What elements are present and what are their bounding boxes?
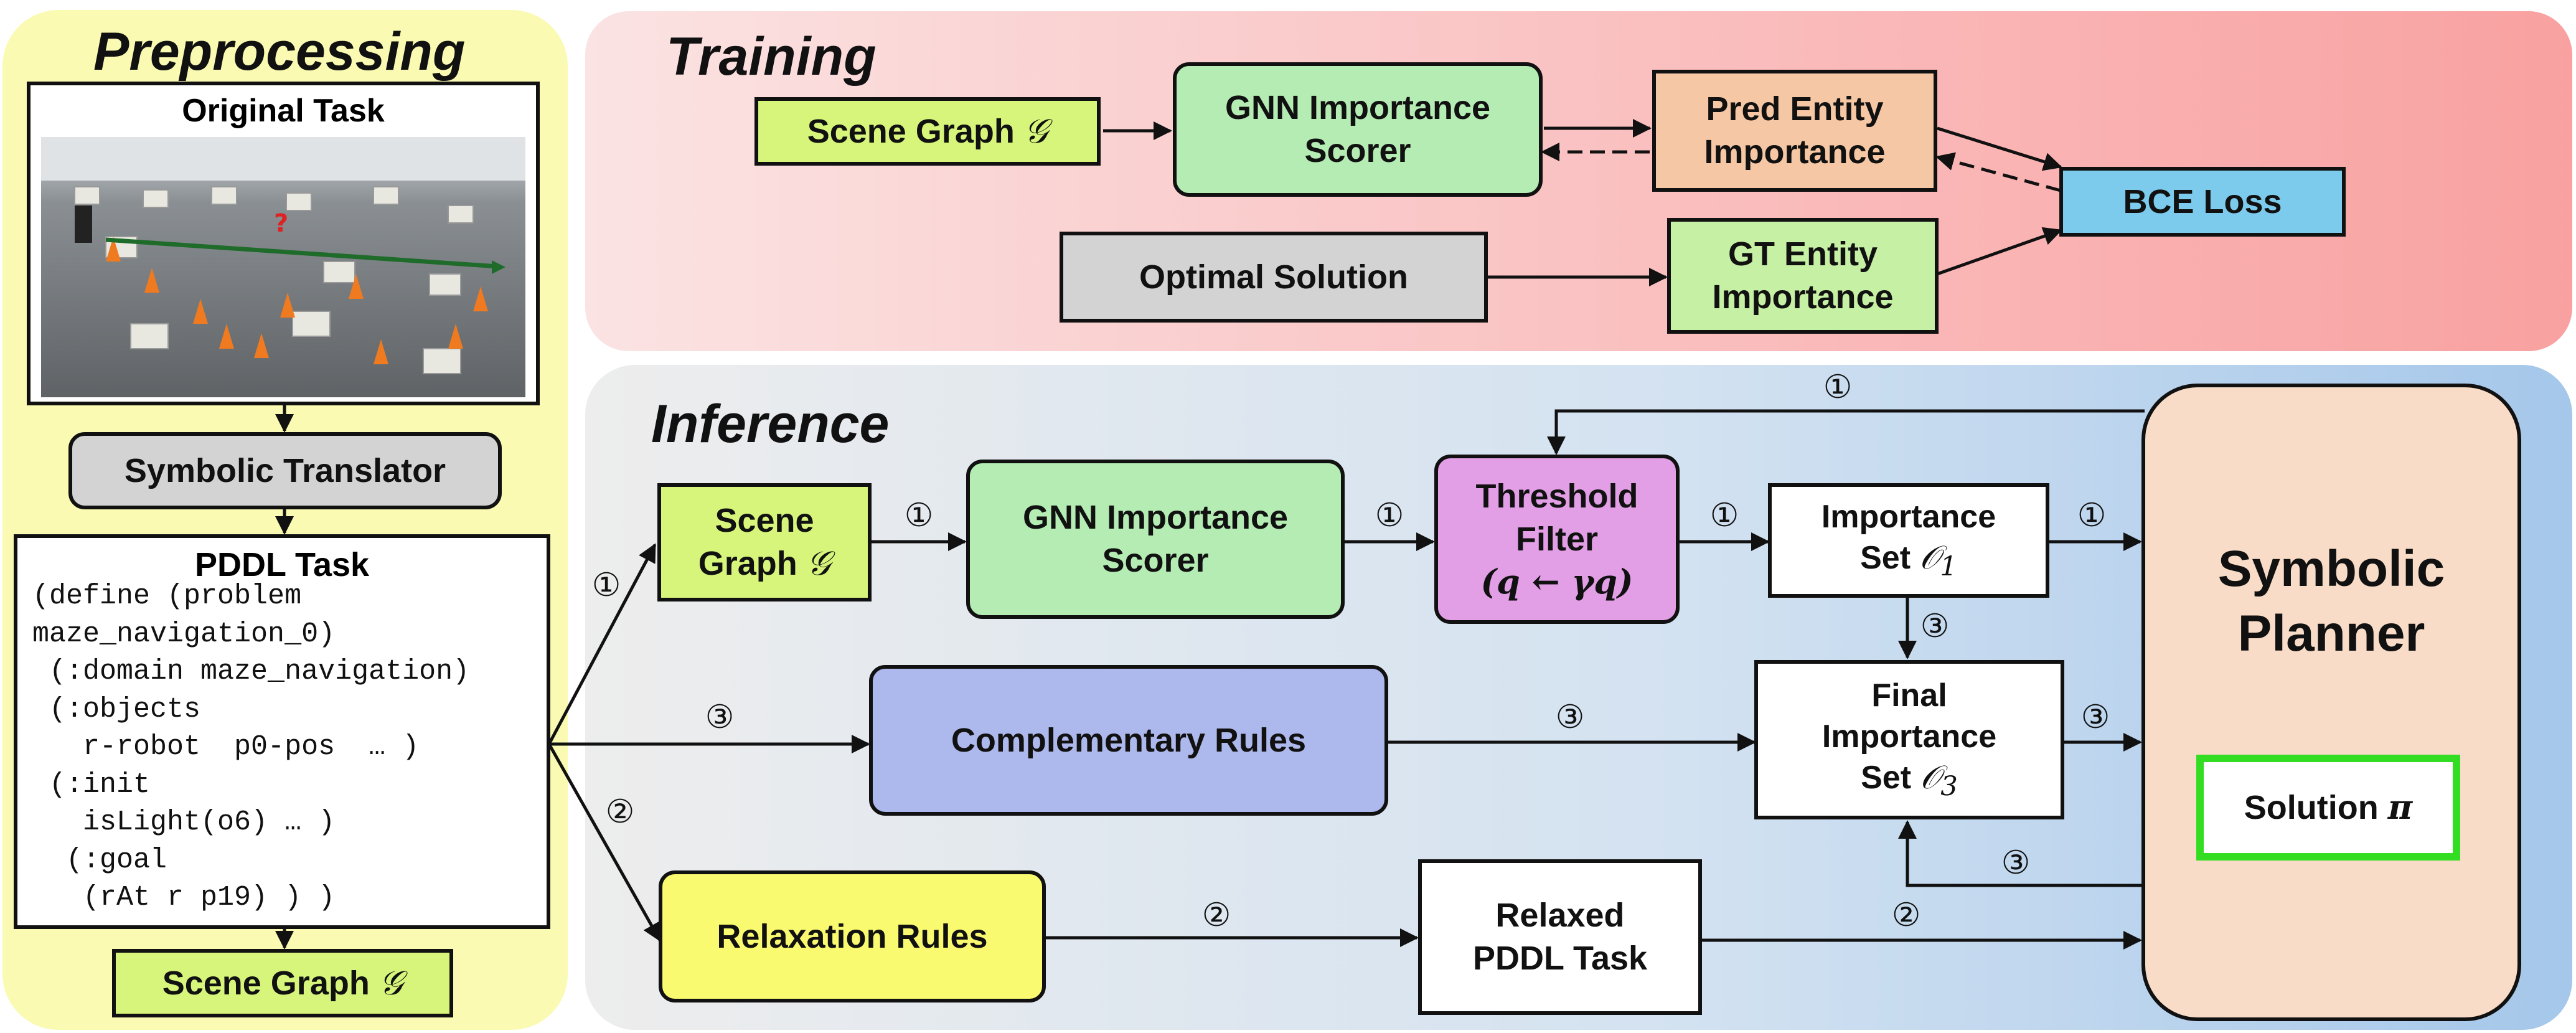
gt-entity-label: GT Entity Importance bbox=[1712, 235, 1894, 316]
importance-set-box: Importance Set 𝒪1 bbox=[1768, 483, 2049, 598]
gt-entity-box: GT Entity Importance bbox=[1667, 218, 1939, 334]
symbolic-translator-label: Symbolic Translator bbox=[124, 451, 446, 489]
final-importance-set-symbol: 𝒪 bbox=[1920, 759, 1941, 797]
bce-loss-box: BCE Loss bbox=[2059, 167, 2346, 237]
importance-set-subscript: 1 bbox=[1940, 551, 1957, 583]
inference-title: Inference bbox=[651, 394, 890, 454]
step-marker-3: ③ bbox=[705, 699, 735, 736]
inference-scene-graph-box: Scene Graph 𝒢 bbox=[657, 483, 872, 601]
pddl-task-title: PDDL Task bbox=[194, 546, 370, 583]
preprocessing-scene-graph-box: Scene Graph 𝒢 bbox=[112, 949, 453, 1017]
solution-box: Solution π bbox=[2196, 755, 2460, 861]
relaxed-pddl-box: Relaxed PDDL Task bbox=[1418, 859, 1702, 1015]
final-importance-set-box: Final Importance Set 𝒪3 bbox=[1754, 660, 2064, 819]
relaxed-pddl-label: Relaxed PDDL Task bbox=[1472, 897, 1648, 977]
pred-entity-label: Pred Entity Importance bbox=[1704, 90, 1886, 171]
importance-set-label: Importance Set bbox=[1821, 499, 1996, 577]
gnn-scorer-label: GNN Importance Scorer bbox=[1022, 499, 1289, 579]
step-marker-3: ③ bbox=[1920, 608, 1950, 645]
scene-graph-symbol: 𝒢 bbox=[1023, 111, 1048, 151]
gnn-scorer-label: GNN Importance Scorer bbox=[1225, 89, 1491, 169]
step-marker-2: ② bbox=[605, 793, 635, 831]
final-importance-set-subscript: 3 bbox=[1940, 771, 1958, 803]
solution-label: Solution bbox=[2244, 789, 2379, 827]
symbolic-planner-label: Symbolic Planner bbox=[2217, 540, 2445, 663]
final-importance-set-label: Final Importance Set bbox=[1822, 677, 1997, 796]
svg-text:?: ? bbox=[274, 209, 288, 238]
step-marker-2: ② bbox=[1891, 897, 1921, 934]
step-marker-3: ③ bbox=[1555, 699, 1585, 736]
pddl-task-box: PDDL Task bbox=[14, 534, 550, 929]
relaxation-rules-box: Relaxation Rules bbox=[659, 870, 1046, 1002]
scene-graph-label: Scene Graph bbox=[698, 502, 814, 582]
step-marker-3: ③ bbox=[2080, 699, 2110, 736]
original-task-label: Original Task bbox=[182, 93, 385, 129]
training-gnn-scorer-box: GNN Importance Scorer bbox=[1173, 62, 1543, 197]
pred-entity-box: Pred Entity Importance bbox=[1652, 70, 1937, 192]
symbolic-translator-box: Symbolic Translator bbox=[68, 432, 502, 509]
threshold-filter-box: Threshold Filter (q ← γq) bbox=[1434, 455, 1680, 624]
preprocessing-title: Preprocessing bbox=[93, 22, 466, 82]
step-marker-1: ① bbox=[2077, 497, 2107, 534]
threshold-filter-label: Threshold Filter bbox=[1475, 478, 1638, 558]
optimal-solution-box: Optimal Solution bbox=[1060, 232, 1488, 323]
scene-graph-symbol: 𝒢 bbox=[378, 963, 403, 1002]
scene-graph-symbol: 𝒢 bbox=[806, 544, 831, 583]
complementary-rules-box: Complementary Rules bbox=[869, 665, 1388, 816]
bce-loss-label: BCE Loss bbox=[2123, 182, 2282, 220]
relaxation-rules-label: Relaxation Rules bbox=[717, 917, 988, 955]
step-marker-1: ① bbox=[591, 567, 621, 604]
training-scene-graph-box: Scene Graph 𝒢 bbox=[754, 97, 1101, 166]
step-marker-1: ① bbox=[1709, 497, 1739, 534]
symbolic-planner-box: Symbolic Planner bbox=[2141, 384, 2521, 1021]
step-marker-1: ① bbox=[1375, 497, 1404, 534]
scene-graph-label: Scene Graph bbox=[162, 964, 370, 1002]
pddl-code: (define (problem maze_navigation_0) (:do… bbox=[32, 580, 470, 913]
step-marker-3: ③ bbox=[2001, 844, 2031, 882]
warehouse-scene-image: ? bbox=[27, 82, 540, 405]
step-marker-1: ① bbox=[1823, 369, 1853, 406]
scene-graph-label: Scene Graph bbox=[807, 112, 1015, 150]
step-marker-2: ② bbox=[1201, 897, 1231, 934]
complementary-rules-label: Complementary Rules bbox=[951, 721, 1307, 759]
step-marker-1: ① bbox=[904, 497, 934, 534]
inference-gnn-scorer-box: GNN Importance Scorer bbox=[966, 460, 1345, 619]
connectors bbox=[275, 119, 2145, 950]
training-title: Training bbox=[666, 27, 877, 87]
optimal-solution-label: Optimal Solution bbox=[1139, 258, 1408, 296]
solution-symbol: π bbox=[2387, 787, 2413, 828]
importance-set-symbol: 𝒪 bbox=[1919, 539, 1940, 577]
threshold-formula: (q ← γq) bbox=[1480, 562, 1634, 602]
